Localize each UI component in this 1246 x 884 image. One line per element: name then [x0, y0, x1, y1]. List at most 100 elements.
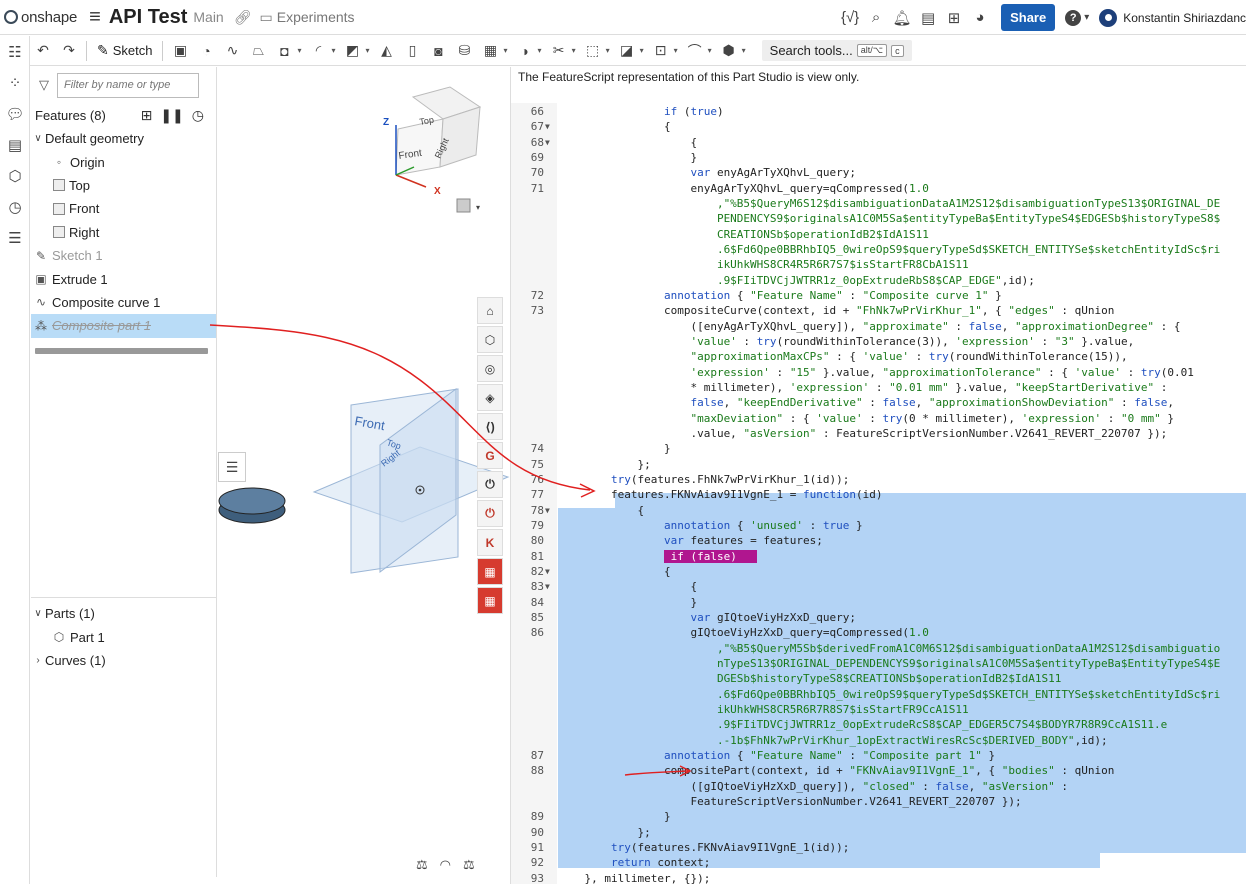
mate-connector-icon[interactable]: ⊡: [654, 42, 667, 58]
chevron-down-icon[interactable]: ▾: [707, 46, 712, 55]
search-icon[interactable]: ⌕: [871, 9, 881, 26]
apps-icon[interactable]: ⊞: [947, 9, 961, 27]
scale-icon[interactable]: ⚖: [463, 857, 475, 872]
tree-item-parts[interactable]: ∨ Parts (1): [31, 602, 217, 625]
feature-list-icon[interactable]: ☷: [8, 43, 22, 61]
chevron-down-icon[interactable]: ▾: [741, 46, 746, 55]
power-icon[interactable]: ⏻: [477, 471, 503, 498]
chevron-down-icon[interactable]: ▾: [331, 46, 336, 55]
user-avatar[interactable]: [1099, 8, 1118, 27]
tree-item-default-geometry[interactable]: ∨ Default geometry: [31, 127, 216, 150]
history-icon[interactable]: ◷: [8, 198, 22, 216]
split-icon[interactable]: ✂: [552, 42, 565, 58]
document-title[interactable]: API Test: [108, 5, 188, 28]
hole-icon[interactable]: ◙: [434, 42, 443, 59]
curve-icon[interactable]: ⌒: [687, 42, 702, 59]
tree-item-curves[interactable]: › Curves (1): [31, 649, 217, 672]
chevron-down-icon[interactable]: ▾: [673, 46, 678, 55]
tree-item-right-plane[interactable]: Right: [31, 221, 216, 244]
tree-item-extrude1[interactable]: ▣ Extrude 1: [31, 267, 216, 290]
tree-item-sketch1[interactable]: ✎ Sketch 1: [31, 244, 216, 267]
extrude-icon[interactable]: ▣: [173, 42, 188, 58]
measure-tool-icon[interactable]: ◠: [439, 857, 451, 872]
chevron-down-icon[interactable]: ▾: [639, 46, 644, 55]
notes-icon[interactable]: ▤: [7, 136, 23, 154]
toolbox-icon[interactable]: ▦: [477, 558, 503, 585]
filter-input[interactable]: [57, 72, 199, 98]
app-k-icon[interactable]: K: [477, 529, 503, 556]
loft-icon[interactable]: ⏢: [252, 42, 265, 58]
toolbox-icon[interactable]: ▦: [477, 587, 503, 614]
transform-icon[interactable]: ⬚: [585, 42, 600, 58]
chevron-down-icon[interactable]: ▾: [571, 46, 576, 55]
code-editor[interactable]: 66 if (true) 67▼ { 68▼ { 69 } 70 var eny…: [511, 103, 1246, 884]
thicken-icon[interactable]: ◘: [280, 42, 289, 59]
revolve-icon[interactable]: ◔: [202, 42, 211, 59]
appearance-icon[interactable]: ◕: [975, 9, 985, 26]
notifications-icon[interactable]: 🔔︎: [892, 9, 912, 27]
plane-icon[interactable]: ◪: [619, 42, 634, 58]
tree-item-top-plane[interactable]: Top: [31, 174, 216, 197]
tree-item-part1[interactable]: ⬡ Part 1: [31, 625, 217, 648]
part-body[interactable]: [218, 487, 286, 524]
onshape-logo[interactable]: onshape: [4, 9, 77, 26]
chevron-down-icon[interactable]: ▾: [537, 46, 542, 55]
chevron-down-icon[interactable]: ▾: [297, 46, 302, 55]
branch-name[interactable]: Main: [193, 9, 224, 25]
fillet-icon[interactable]: ◜: [315, 42, 322, 58]
tasks-icon[interactable]: ▤: [920, 9, 936, 27]
chevron-down-icon[interactable]: ∨: [34, 608, 42, 620]
home-view-icon[interactable]: ⌂: [477, 297, 503, 324]
part-body-top[interactable]: [218, 487, 286, 515]
timer-icon[interactable]: ◷: [191, 106, 204, 123]
draft-icon[interactable]: ◭: [381, 42, 392, 58]
app-g-icon[interactable]: G: [477, 442, 503, 469]
tree-item-composite-part1[interactable]: ⁂ Composite part 1: [31, 314, 216, 338]
chevron-right-icon[interactable]: ›: [36, 654, 40, 666]
parts-icon[interactable]: ⬡: [8, 167, 22, 185]
add-folder-icon[interactable]: ⊞: [140, 106, 153, 123]
help-icon[interactable]: ?: [1065, 9, 1082, 26]
pause-icon[interactable]: ❚❚: [160, 106, 184, 123]
view-cube-right-face[interactable]: [439, 106, 481, 168]
list-toggle-icon[interactable]: ☰: [218, 452, 246, 482]
chevron-down-icon[interactable]: ▾: [365, 46, 370, 55]
chamfer-icon[interactable]: ◩: [345, 42, 360, 58]
tree-item-origin[interactable]: ◦ Origin: [31, 150, 216, 173]
comments-icon[interactable]: 💬︎: [5, 105, 25, 123]
section-view-icon[interactable]: ◈: [477, 384, 503, 411]
mass-properties-icon[interactable]: ⚖: [416, 857, 428, 872]
measure-icon[interactable]: ⟨): [477, 413, 503, 440]
surface-icon[interactable]: ⬢: [722, 42, 735, 58]
chevron-down-icon[interactable]: ▾: [476, 203, 480, 212]
rollback-bar[interactable]: [35, 347, 208, 354]
redo-icon[interactable]: ↷: [63, 42, 75, 58]
boolean-icon[interactable]: ◑: [520, 42, 529, 59]
tree-item-front-plane[interactable]: Front: [31, 197, 216, 220]
share-button[interactable]: Share: [1001, 4, 1056, 31]
featurescript-icon[interactable]: {√}: [840, 9, 860, 26]
chevron-down-icon[interactable]: ▾: [605, 46, 610, 55]
bom-icon[interactable]: ☰: [8, 229, 22, 247]
view-options-icon[interactable]: [456, 198, 471, 213]
power-red-icon[interactable]: ⏻: [477, 500, 503, 527]
viewport-canvas[interactable]: Top Front Right Z X ▾ Front Top Right: [218, 67, 510, 884]
graphics-viewport[interactable]: Top Front Right Z X ▾ Front Top Right: [218, 67, 510, 884]
folder-icon[interactable]: ▭: [259, 8, 273, 25]
cylinder-icon[interactable]: ⛁: [458, 42, 471, 58]
user-name[interactable]: Konstantin Shiriazdanc: [1123, 10, 1246, 25]
view-cube[interactable]: Top Front Right Z X ▾: [383, 86, 482, 213]
chevron-down-icon[interactable]: ▾: [503, 46, 508, 55]
undo-icon[interactable]: ↶: [37, 42, 49, 58]
shell-icon[interactable]: ▯: [408, 42, 417, 58]
sketch-button[interactable]: ✎ Sketch: [97, 42, 152, 59]
sweep-icon[interactable]: ∿: [226, 42, 239, 58]
variables-icon[interactable]: ⁘: [8, 74, 22, 92]
folder-name[interactable]: Experiments: [276, 9, 355, 25]
tree-item-composite-curve1[interactable]: ∿ Composite curve 1: [31, 291, 216, 314]
pattern-icon[interactable]: ▦: [483, 42, 498, 58]
isometric-view-icon[interactable]: ⬡: [477, 326, 503, 353]
menu-icon[interactable]: ≡: [89, 6, 101, 28]
link-icon[interactable]: 🔗︎: [233, 8, 252, 25]
help-dropdown-icon[interactable]: ▾: [1084, 12, 1090, 23]
